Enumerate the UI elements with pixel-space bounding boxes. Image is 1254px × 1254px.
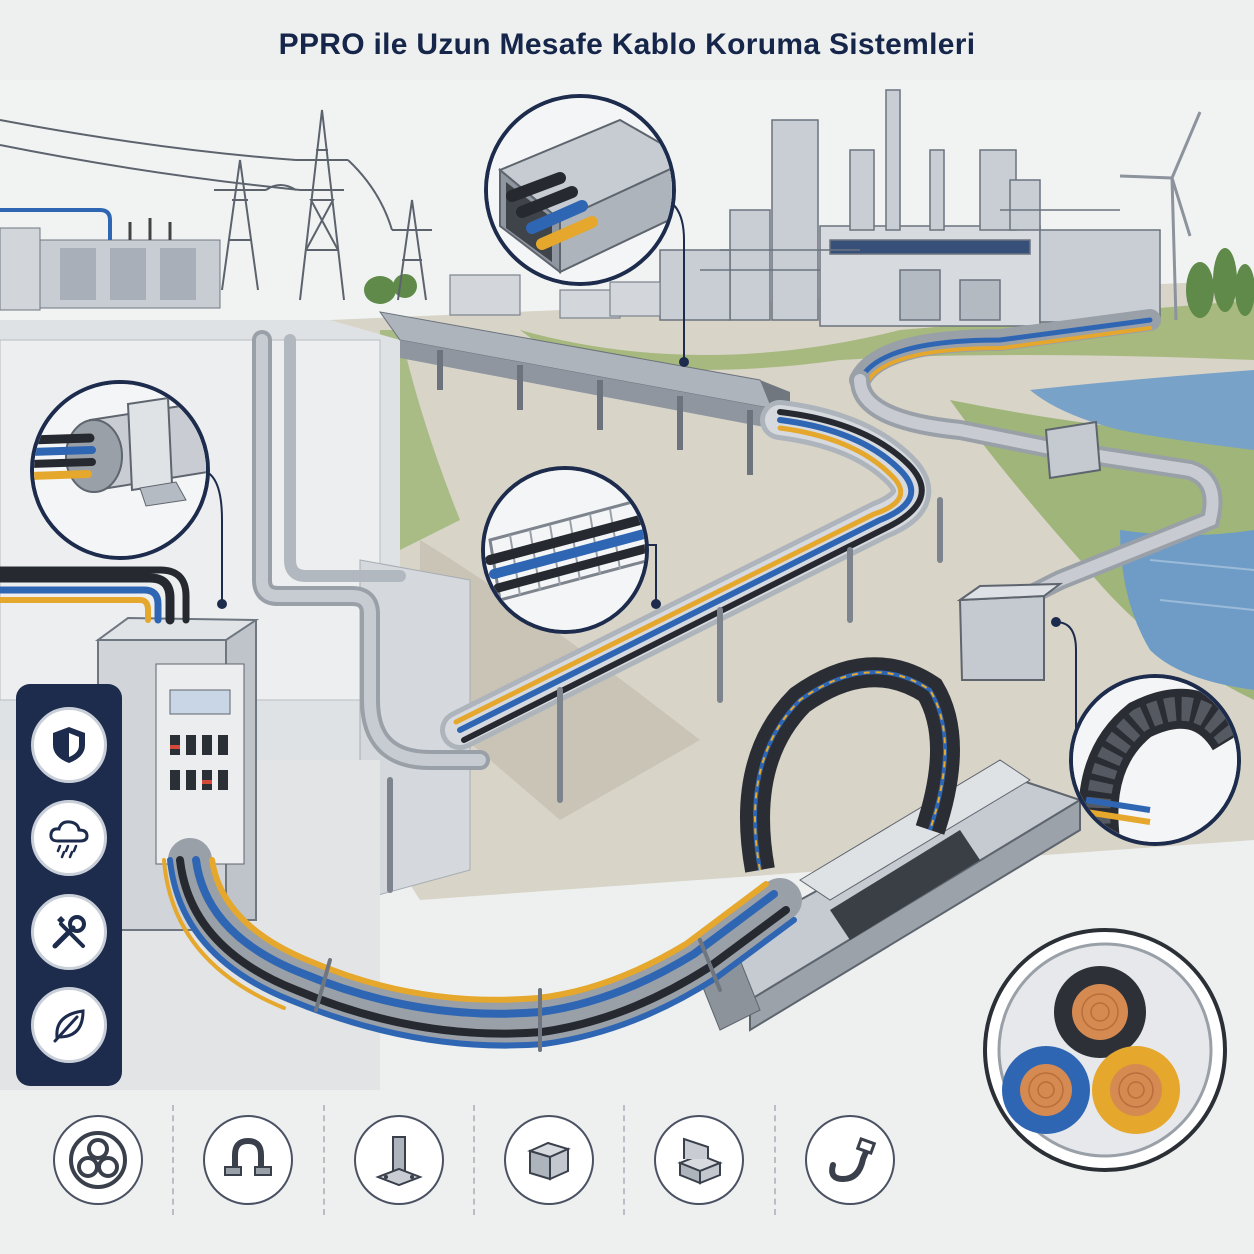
junction-box-icon xyxy=(504,1115,595,1205)
cloud-rain-icon xyxy=(49,820,89,859)
wall-conduit xyxy=(252,330,490,770)
wall-cables xyxy=(0,566,190,625)
cable-tie-icon xyxy=(804,1115,895,1205)
shield-icon xyxy=(53,726,85,763)
leaf-icon xyxy=(53,1009,85,1043)
accessory-cell xyxy=(625,1105,776,1215)
accessory-cell xyxy=(475,1105,626,1215)
river xyxy=(1030,370,1254,690)
junction-boxes xyxy=(956,420,1102,681)
feature-badge xyxy=(31,800,107,877)
small-buildings xyxy=(449,274,661,319)
three-core-cable-icon xyxy=(53,1115,144,1205)
support-post-base-icon xyxy=(353,1115,444,1205)
callout-cable-ladder xyxy=(481,466,649,634)
feature-panel xyxy=(16,684,122,1086)
wrench-screwdriver-icon xyxy=(52,914,86,949)
river-conduit-run xyxy=(849,309,1223,620)
callout-conduit-clamp xyxy=(30,380,210,560)
open-enclosure-box-icon xyxy=(654,1115,745,1205)
callout-drag-chain xyxy=(1069,674,1241,846)
cable-ladder-tray xyxy=(387,400,943,893)
feature-badge xyxy=(31,893,107,970)
feature-badge xyxy=(31,706,107,783)
substation xyxy=(0,208,221,311)
callout-cable-cross-section xyxy=(983,928,1227,1172)
accessory-cell xyxy=(776,1105,924,1215)
pipe-saddle-clamp-icon xyxy=(203,1115,294,1205)
accessory-cell xyxy=(24,1105,175,1215)
accessory-cell xyxy=(174,1105,325,1215)
page-title: PPRO ile Uzun Mesafe Kablo Koruma Sistem… xyxy=(278,28,976,61)
industrial-plant xyxy=(659,89,1161,327)
drag-chain-assembly xyxy=(688,657,1083,1032)
trees xyxy=(364,248,1254,318)
wind-turbine xyxy=(1119,111,1202,321)
floor-cable-run xyxy=(162,838,802,1052)
accessory-row xyxy=(24,1100,924,1220)
accessory-cell xyxy=(325,1105,475,1215)
feature-badge xyxy=(31,987,107,1064)
callout-closed-trunking xyxy=(484,94,676,286)
power-pylons xyxy=(0,109,432,301)
